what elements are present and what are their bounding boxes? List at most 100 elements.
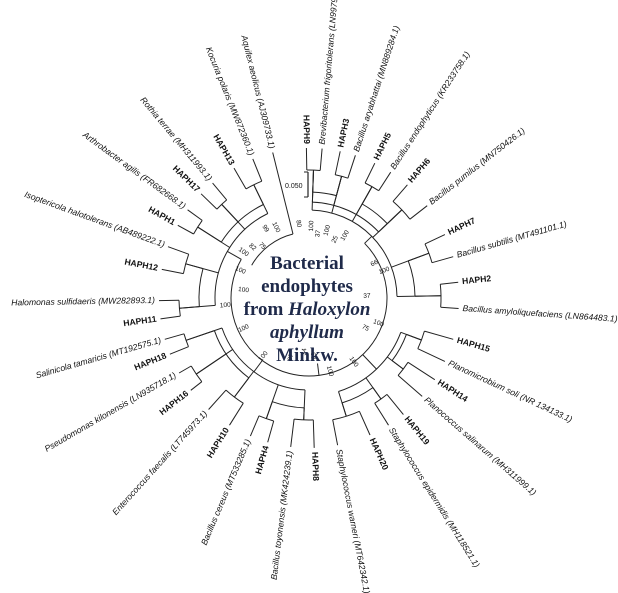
isolate-label: HAPH3: [335, 117, 351, 148]
bootstrap-value: 97: [287, 353, 296, 362]
leaf-branch: [409, 205, 428, 220]
isolate-label: HAPH14: [436, 377, 470, 404]
scale-bar-label: 0.050: [285, 183, 303, 190]
bootstrap-value: 100: [378, 266, 391, 276]
outgroup-arc: [251, 233, 294, 266]
leaf-branch: [358, 411, 371, 436]
leaf-branch: [178, 365, 192, 374]
isolate-label: HAPH6: [406, 156, 433, 185]
leaf-branch: [397, 375, 423, 397]
internal-branch: [386, 356, 404, 370]
internal-branch: [265, 384, 279, 419]
pair-node-arc: [182, 254, 190, 274]
leaf-branch: [334, 151, 341, 175]
leaf-branch: [267, 420, 275, 443]
bootstrap-value: 37: [314, 229, 322, 238]
clade-node-arc: [214, 213, 269, 306]
leaf-branch: [208, 389, 227, 410]
leaf-branch: [187, 209, 203, 221]
reference-strain-label: Halomonas sulfidaeris (MW282893.1): [11, 295, 155, 308]
pair-node-arc: [190, 365, 203, 383]
leaf-branch: [378, 171, 392, 191]
clade-node-arc: [312, 191, 337, 197]
isolate-label: HAPH2: [462, 273, 492, 286]
bootstrap-value: 75: [257, 241, 267, 251]
isolate-label: HAPH16: [157, 388, 190, 417]
reference-strain-label: Staphylococcus warneri (MT642342.1): [334, 448, 372, 593]
leaf-branch: [169, 346, 189, 355]
reference-strain-label: Isoptericola halotolerans (AB489222.1): [23, 189, 166, 249]
bootstrap-value: 25: [331, 235, 340, 245]
pair-node-arc: [417, 330, 425, 349]
leaf-branch: [392, 184, 408, 202]
leaf-branch: [364, 162, 376, 184]
reference-strain-label: Pseudomonas kilonensis (LN935718.1): [43, 370, 178, 454]
clade-node-arc: [198, 268, 204, 307]
bootstrap-value: 82: [247, 242, 257, 252]
bootstrap-value: 100: [325, 365, 335, 378]
isolate-label: HAPH15: [456, 335, 492, 354]
internal-branch: [185, 327, 223, 341]
title-from: from: [243, 299, 289, 320]
bootstrap-value: 69: [309, 352, 317, 360]
pair-node-arc: [193, 220, 203, 235]
reference-strain-label: Bacillus aryabhattai (MN889284.1): [351, 24, 401, 153]
outgroup-branch: [272, 152, 294, 235]
isolate-label: HAPH13: [211, 132, 237, 167]
pair-node-arc: [397, 362, 409, 376]
reference-strain-label: Brevibacterium frigoritolerans (LN997924…: [317, 0, 342, 145]
tree-branches: [158, 147, 459, 448]
leaf-branch: [161, 268, 184, 275]
isolate-label: HAPH10: [205, 425, 232, 459]
reference-strain-label: Enterococcus faecalis (LT745973.1): [110, 408, 209, 517]
leaf-branch: [417, 348, 446, 362]
leaf-branch: [164, 333, 185, 340]
leaf-branch: [229, 402, 244, 426]
leaf-branch: [374, 402, 389, 426]
isolate-label: HAPH1: [147, 204, 178, 227]
leaf-branch: [440, 306, 459, 309]
isolate-label: HAPH8: [310, 452, 321, 482]
major-clade-branch: [253, 360, 263, 372]
reference-strain-label: Bacillus amyloliquefaciens (LN864483.1): [462, 303, 618, 324]
title-line-3: from Haloxylon: [232, 298, 382, 321]
isolate-label: HAPH20: [368, 436, 391, 471]
reference-strain-label: Bacillus toyonensis (MK424239.1): [269, 450, 295, 580]
internal-branch: [396, 295, 442, 297]
internal-branch: [179, 304, 216, 309]
internal-branch: [391, 252, 430, 268]
pair-node-arc: [245, 180, 262, 190]
isolate-label: HAPH12: [124, 256, 159, 272]
scale-bar: 0.050: [285, 171, 309, 198]
clade-node-arc: [391, 334, 407, 361]
leaf-branch: [212, 182, 228, 201]
figure-title: Bacterial endophytes from Haloxylon aphy…: [232, 252, 382, 367]
bootstrap-value: 80: [294, 220, 302, 229]
major-clade-branch: [227, 250, 242, 260]
title-line-4: aphyllum: [232, 321, 382, 344]
bootstrap-value: 75: [361, 323, 371, 333]
leaf-branch: [312, 419, 315, 448]
pair-node-arc: [183, 333, 189, 347]
isolate-label: HAPH9: [302, 115, 313, 145]
bootstrap-value: 100: [220, 302, 232, 310]
reference-strain-label: Bacillus pumilus (MN750426.1): [427, 125, 527, 206]
internal-branch: [331, 176, 343, 214]
isolate-label: HAPH18: [133, 350, 168, 372]
leaf-branch: [319, 148, 323, 171]
reference-strain-label: Salinicola tamaricis (MT192575.1): [35, 335, 163, 380]
internal-branch: [303, 389, 306, 420]
title-line-1: Bacterial: [270, 253, 344, 274]
bootstrap-value: 100: [323, 224, 333, 237]
leaf-branch: [167, 246, 189, 255]
bootstrap-value: 100: [339, 229, 351, 242]
internal-branch: [197, 226, 230, 248]
leaf-branch: [233, 167, 247, 190]
leaf-branch: [249, 415, 260, 437]
leaf-branch: [347, 155, 356, 179]
pair-node-arc: [392, 201, 411, 220]
bootstrap-value: 100: [372, 318, 385, 328]
leaf-branch: [190, 381, 203, 391]
pair-node-arc: [439, 284, 442, 308]
